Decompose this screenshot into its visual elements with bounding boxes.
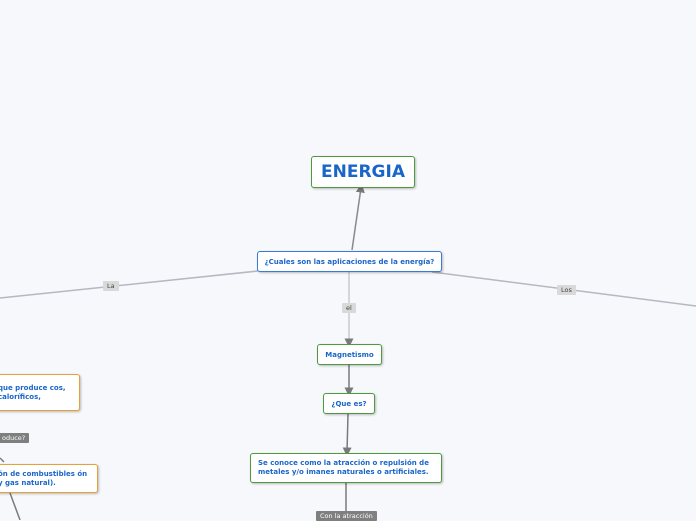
edge-label-con-la-atraccion: Con la atracción — [316, 511, 377, 521]
definicion-node[interactable]: Se conoce como la atracción o repulsión … — [250, 453, 442, 483]
left-partial-node-1[interactable]: que produce cos, caloríficos, — [0, 374, 80, 411]
edge-label-produce: oduce? — [0, 433, 30, 443]
edge-question-to-left — [0, 270, 259, 299]
que-es-node[interactable]: ¿Que es? — [323, 393, 375, 414]
edge-left-to-produce — [0, 457, 5, 463]
left-partial-node-2[interactable]: ón de combustibles ón y gas natural). — [0, 464, 98, 493]
root-node-energia[interactable]: ENERGIA — [311, 156, 415, 188]
root-node-label: ENERGIA — [321, 162, 405, 182]
left-partial-node-2-label: ón de combustibles ón y gas natural). — [0, 469, 88, 487]
edge-label-el: el — [342, 303, 356, 313]
que-es-node-label: ¿Que es? — [331, 399, 367, 408]
question-node-label: ¿Cuales son las aplicaciones de la energ… — [264, 257, 435, 266]
edge-question-to-root — [351, 183, 365, 251]
edge-que-es-to-definicion — [342, 413, 352, 457]
question-node[interactable]: ¿Cuales son las aplicaciones de la energ… — [257, 251, 442, 272]
edge-left-partial-down — [9, 492, 21, 520]
magnetismo-node-label: Magnetismo — [325, 350, 374, 359]
edge-label-la: La — [103, 281, 119, 291]
left-partial-node-1-label: que produce cos, caloríficos, — [0, 383, 66, 401]
definicion-node-label: Se conoce como la atracción o repulsión … — [258, 459, 429, 476]
edge-label-los: Los — [557, 285, 576, 295]
magnetismo-node[interactable]: Magnetismo — [317, 344, 382, 365]
